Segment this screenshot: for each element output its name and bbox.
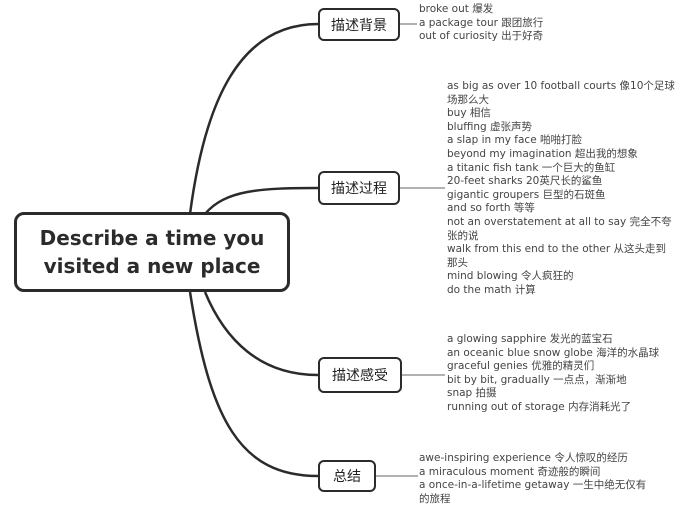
note-line: not an overstatement at all to say 完全不夸 bbox=[447, 215, 672, 228]
note-line: graceful genies 优雅的精灵们 bbox=[447, 360, 595, 373]
note-line: 张的说 bbox=[447, 229, 479, 242]
note-line: as big as over 10 football courts 像10个足球 bbox=[447, 80, 675, 92]
note-line: awe-inspiring experience 令人惊叹的经历 bbox=[419, 452, 628, 464]
note-line: and so forth 等等 bbox=[447, 202, 535, 215]
note-line: bit by bit, gradually 一点点，渐渐地 bbox=[447, 373, 627, 386]
note-line: beyond my imagination 超出我的想象 bbox=[447, 147, 638, 160]
note-line: broke out 爆发 bbox=[419, 3, 494, 15]
link-feelings bbox=[203, 291, 319, 377]
branch-summary[interactable]: 总结 bbox=[318, 460, 376, 492]
branch-background[interactable]: 描述背景 bbox=[318, 8, 400, 41]
note-line: do the math 计算 bbox=[447, 283, 536, 296]
central-topic-line2: visited a new place bbox=[43, 254, 261, 278]
note-line: 那头 bbox=[447, 256, 468, 269]
note-line: mind blowing 令人疯狂的 bbox=[447, 270, 574, 283]
note-line: running out of storage 内存消耗光了 bbox=[447, 400, 632, 413]
note-line: a miraculous moment 奇迹般的瞬间 bbox=[419, 465, 601, 478]
note-line: out of curiosity 出于好奇 bbox=[419, 30, 544, 43]
notes-process: as big as over 10 football courts 像10个足球… bbox=[447, 80, 675, 298]
note-line: a titanic fish tank 一个巨大的鱼缸 bbox=[447, 161, 616, 174]
note-line: a package tour 跟团旅行 bbox=[419, 16, 544, 29]
note-line: bluffing 虚张声势 bbox=[447, 120, 533, 133]
note-line: buy 相信 bbox=[447, 107, 491, 120]
note-line: 20-feet sharks 20英尺长的鲨鱼 bbox=[447, 175, 603, 188]
note-line: a slap in my face 啪啪打脸 bbox=[447, 134, 582, 147]
note-line: gigantic groupers 巨型的石斑鱼 bbox=[447, 188, 606, 201]
note-line: walk from this end to the other 从这头走到 bbox=[447, 243, 667, 256]
note-line: a once-in-a-lifetime getaway 一生中绝无仅有 bbox=[419, 479, 647, 492]
link-process bbox=[204, 186, 319, 215]
link-background bbox=[188, 22, 319, 215]
branch-process[interactable]: 描述过程 bbox=[318, 171, 400, 205]
note-line: an oceanic blue snow globe 海洋的水晶球 bbox=[447, 346, 660, 359]
note-line: a glowing sapphire 发光的蓝宝石 bbox=[447, 333, 613, 345]
note-line: 的旅程 bbox=[419, 492, 451, 505]
link-summary bbox=[188, 291, 319, 478]
central-topic[interactable]: Describe a time you visited a new place bbox=[14, 212, 290, 292]
central-topic-line1: Describe a time you bbox=[39, 226, 265, 250]
note-line: 场那么大 bbox=[447, 93, 489, 106]
note-line: snap 拍摄 bbox=[447, 387, 497, 400]
branch-feelings[interactable]: 描述感受 bbox=[318, 357, 402, 393]
